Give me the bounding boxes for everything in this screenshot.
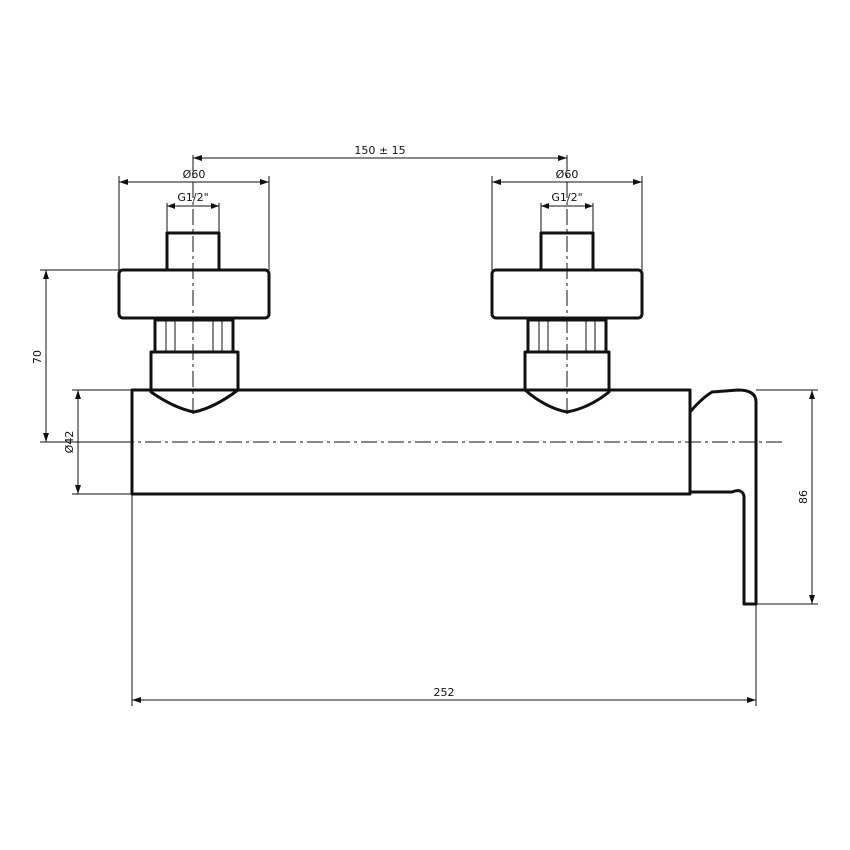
lever [688,388,758,606]
left-flange [117,268,271,320]
length-label: 252 [434,686,455,699]
height-label: 70 [31,350,44,364]
dimension-labels: 150 ± 15 Ø60 Ø60 G1/2" G1/2" 70 Ø42 86 2… [31,144,810,699]
left-diameter-label: Ø60 [183,168,206,181]
left-inlet [117,231,271,414]
dimension-lines [43,155,815,703]
left-thread-label: G1/2" [177,191,208,204]
left-eccentric [149,350,240,414]
right-thread-label: G1/2" [551,191,582,204]
lever-handle [688,388,758,606]
spacing-label: 150 ± 15 [354,144,405,157]
body-diameter-label: Ø42 [63,431,76,454]
mixer-outline [117,231,758,606]
depth-label: 86 [797,490,810,504]
extension-lines [40,176,818,706]
left-hex-nut [153,318,235,354]
right-diameter-label: Ø60 [556,168,579,181]
center-lines [118,155,784,443]
